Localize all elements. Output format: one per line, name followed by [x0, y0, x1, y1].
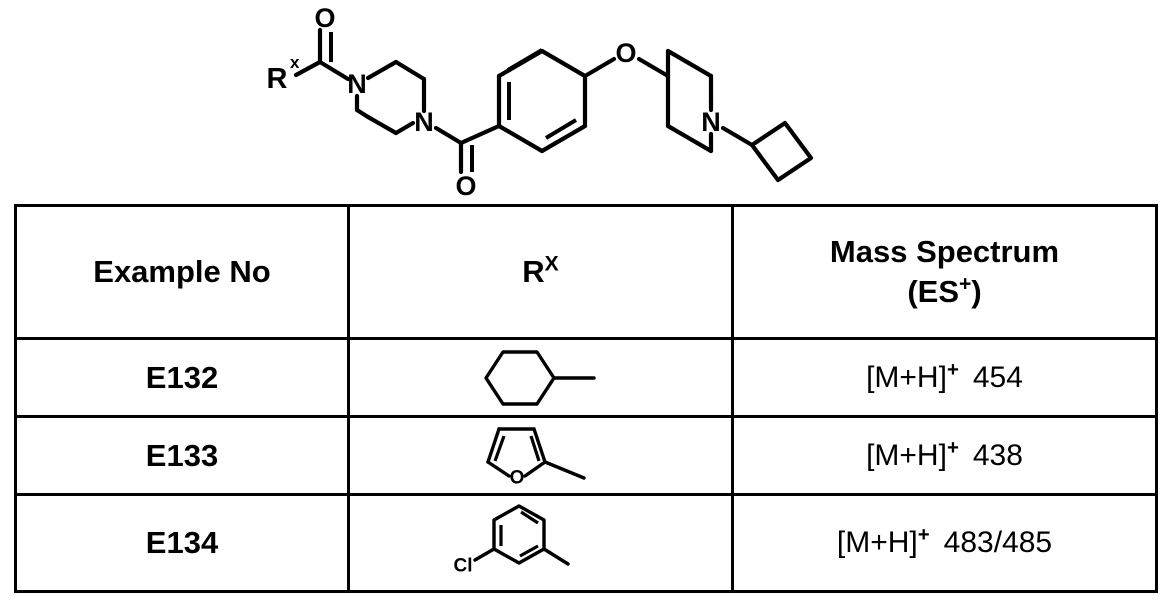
examples-table: Example No RX Mass Spectrum (ES+) E132 [14, 204, 1158, 593]
ms-adduct-charge-e132: + [946, 358, 959, 381]
table-row: E133 O [M+H]+438 [14, 415, 1158, 496]
bond-furan-c3-c2 [485, 426, 501, 464]
header-rx-superscript: X [544, 252, 559, 276]
bond-ether-o-to-piperidine [636, 56, 671, 79]
oxygen-label-benzoyl: O [455, 171, 476, 200]
bond-pz-c5-c6 [365, 114, 399, 136]
table-row: E132 [M+H]+454 [14, 337, 1158, 418]
header-mass-spectrum: Mass Spectrum (ES+) [731, 204, 1158, 340]
bond-furan-c5-o [522, 459, 547, 478]
bond-ph-inner-b [506, 48, 544, 72]
cell-example-no-e134: E134 [14, 493, 350, 593]
ms-adduct-charge-e134: + [917, 524, 930, 546]
ms-value-e133: 438 [972, 438, 1023, 472]
bond-furan-attach [542, 459, 586, 480]
ms-adduct-e134: [M+H] [836, 526, 918, 559]
bond-furan-c2-o [485, 459, 511, 478]
ms-adduct-e133: [M+H] [866, 438, 947, 472]
header-rx-label: R [522, 254, 545, 290]
cell-rx-structure-cyclohexyl [347, 337, 734, 418]
nitrogen-label-piperidine: N [701, 107, 721, 137]
bond-cyclobutyl-ring [749, 120, 814, 183]
ms-adduct-charge-e133: + [946, 436, 959, 459]
table-header: Example No RX Mass Spectrum (ES+) [14, 204, 1158, 340]
bond-furan-c4-c5 [531, 426, 547, 464]
rgroup-superscript: x [290, 53, 300, 72]
header-example-no: Example No [14, 204, 350, 340]
nitrogen-label-piperazine-right: N [414, 107, 434, 137]
cell-rx-structure-chlorophenyl: Cl [347, 493, 734, 593]
cell-mass-spectrum-e132: [M+H]+454 [731, 337, 1158, 418]
ms-value-e132: 454 [972, 360, 1023, 394]
bond-furan-inner-a [492, 434, 506, 462]
bond-pip-6-1top [665, 48, 714, 79]
oxygen-label-furan: O [509, 467, 524, 488]
bond-furan-inner-b [528, 435, 541, 461]
bond-benzoyl-to-phenyl [458, 123, 502, 146]
bond-cp-inner-c [518, 544, 539, 558]
bond-pz-c6-n1b [354, 107, 371, 120]
bond-ph-5-6 [539, 123, 588, 154]
header-rx: RX [347, 204, 734, 340]
nitrogen-label-piperazine-left: N [347, 69, 367, 99]
bond-phenyl-to-ether-o [582, 56, 617, 79]
cell-mass-spectrum-e134: [M+H]+483/485 [731, 493, 1158, 593]
cell-example-no-e132: E132 [14, 337, 350, 418]
bond-cyclohexyl-ring [483, 349, 556, 406]
table-body: E132 [M+H]+454 E133 [14, 337, 1158, 593]
header-es-superscript: + [959, 272, 972, 296]
header-es-open: (ES [907, 274, 960, 309]
rgroup-label: R [267, 63, 288, 95]
ms-value-e134: 483/485 [943, 526, 1053, 559]
bond-pz-n4-c5 [393, 120, 416, 136]
bond-ph-inner-c [544, 118, 578, 140]
table-row: E134 Cl [M+H]+483/485 [14, 493, 1158, 593]
bond-pz-c2-c3 [393, 59, 427, 82]
bond-pz-n1-c2 [365, 59, 399, 81]
scaffold-svg: R x O N N O [267, 3, 814, 200]
cell-mass-spectrum-e133: [M+H]+438 [731, 415, 1158, 496]
bond-chlorophenyl-attach [541, 547, 570, 566]
oxygen-label-amide-top: O [314, 3, 335, 33]
header-mass-spectrum-line1: Mass Spectrum [829, 234, 1060, 270]
bond-pip-2-3 [665, 123, 714, 154]
cyclohexyl-svg [483, 349, 596, 406]
bond-n4-to-benzoyl-c [433, 125, 464, 146]
bond-n-to-cyclobutyl [720, 125, 755, 148]
ms-adduct-e132: [M+H] [866, 360, 947, 394]
header-row: Example No RX Mass Spectrum (ES+) [14, 204, 1158, 340]
cell-example-no-e133: E133 [14, 415, 350, 496]
bond-ph-6-1 [496, 123, 545, 154]
furan-svg: O [485, 426, 586, 488]
bond-cp-inner-b [519, 510, 539, 525]
bond-ph-3-4 [539, 48, 588, 79]
cell-rx-structure-furanyl: O [347, 415, 734, 496]
bond-r-to-carbonyl [293, 59, 323, 78]
markush-structure-figure: R x O N N O [0, 0, 1167, 200]
header-es-close: ) [971, 274, 982, 309]
header-mass-spectrum-line2: (ES+) [734, 272, 1155, 312]
bond-chloro-attach [472, 547, 496, 562]
chlorophenyl-svg: Cl [453, 504, 570, 577]
bond-carbonyl-to-n1 [317, 59, 351, 82]
header-example-no-label: Example No [93, 254, 271, 290]
oxygen-label-ether: O [615, 38, 636, 68]
chlorine-label: Cl [453, 556, 472, 577]
